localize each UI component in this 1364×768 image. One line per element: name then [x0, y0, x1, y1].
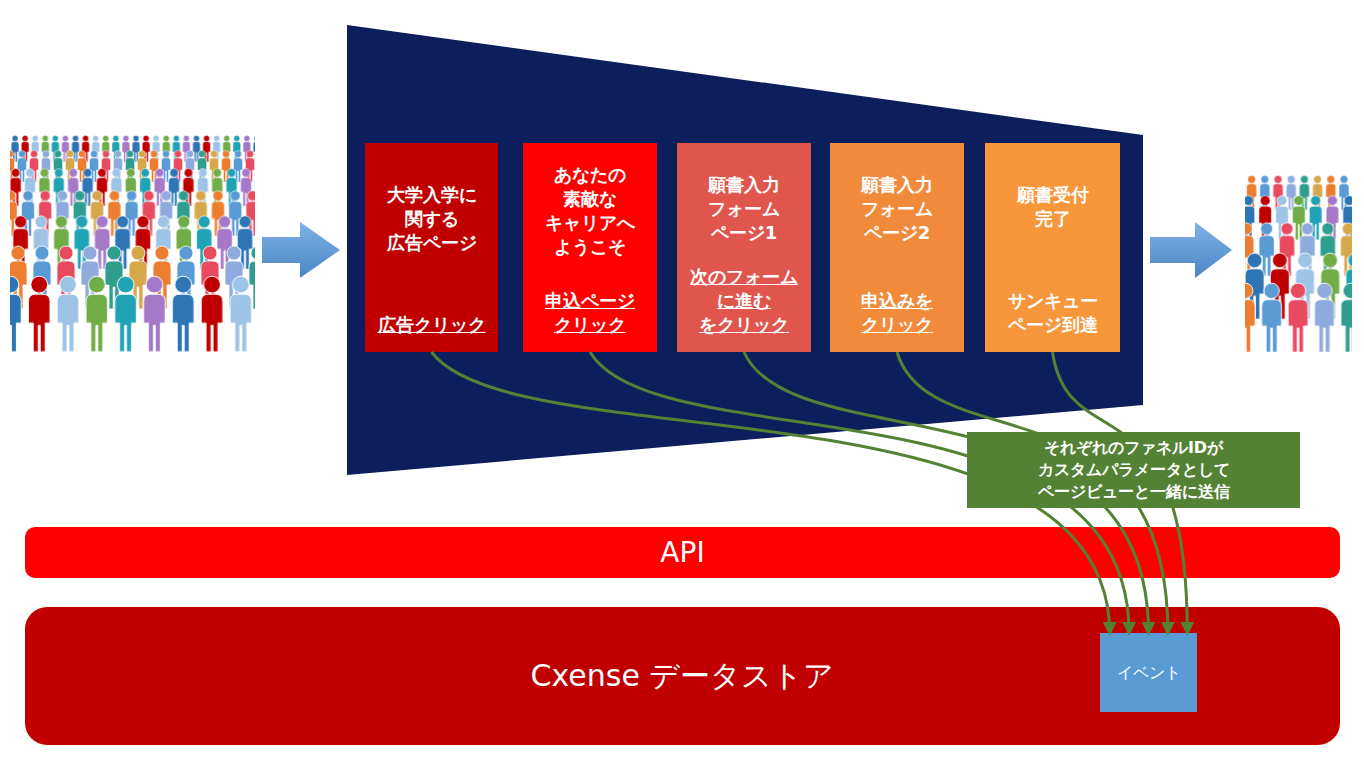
funnel-step: 願書入力 フォーム ページ1 次のフォーム に進む をクリック [677, 143, 811, 352]
funnel-step: 願書入力 フォーム ページ2 申込みを クリック [830, 143, 964, 352]
step-title: 願書受付 完了 [1005, 183, 1101, 231]
funnel-step: 大学入学に 関する 広告ページ広告クリック [365, 143, 498, 352]
step-action: 広告クリック [376, 313, 488, 337]
step-action: サンキュー ページ到達 [1005, 289, 1101, 337]
crowd-left [10, 135, 255, 352]
flow-arrow [1150, 222, 1232, 278]
node-label: それぞれのファネルIDが カスタムパラメータとして ページビューと一緒に送信 [1031, 437, 1236, 503]
funnel-step: 願書受付 完了サンキュー ページ到達 [985, 143, 1120, 352]
step-title: 大学入学に 関する 広告ページ [376, 183, 488, 255]
callout-box: それぞれのファネルIDが カスタムパラメータとして ページビューと一緒に送信 [967, 432, 1300, 508]
step-action: 申込みを クリック [841, 289, 953, 337]
node-label: API [660, 536, 704, 570]
funnel [347, 25, 1143, 475]
event-box: イベント [1100, 633, 1197, 712]
datastore-band: Cxense データストア イベント [25, 607, 1340, 745]
step-action: 次のフォーム に進む をクリック [688, 265, 800, 337]
step-action: 申込ページ クリック [534, 289, 646, 337]
node-label: イベント [1117, 662, 1181, 684]
funnel-step: あなたの 素敵な キャリアへ ようこそ申込ページ クリック [523, 143, 657, 352]
api-band: API [25, 527, 1340, 578]
flow-arrow [262, 222, 340, 278]
crowd-right [1245, 175, 1352, 352]
step-title: 願書入力 フォーム ページ2 [841, 173, 953, 245]
step-title: 願書入力 フォーム ページ1 [688, 173, 800, 245]
step-title: あなたの 素敵な キャリアへ ようこそ [534, 163, 646, 259]
node-label: Cxense データストア [531, 658, 835, 694]
